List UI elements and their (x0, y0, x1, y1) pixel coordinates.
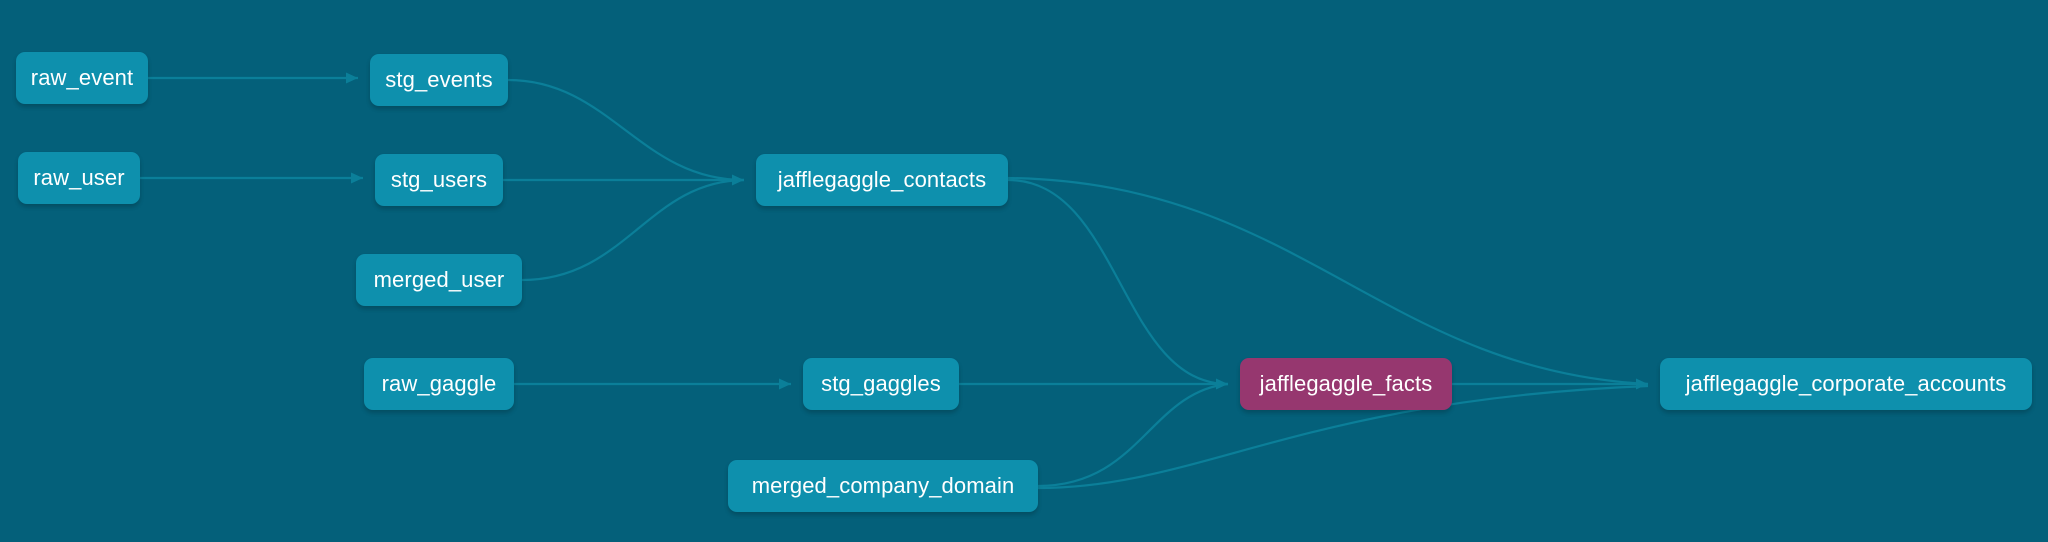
graph-node-stg_gaggles[interactable]: stg_gaggles (803, 358, 959, 410)
graph-node-label: stg_events (385, 67, 493, 92)
edge-arrowhead (1636, 378, 1648, 390)
graph-node-merged_user[interactable]: merged_user (356, 254, 522, 306)
edge-jafflegaggle_contacts-to-jafflegaggle_facts (1007, 178, 1229, 386)
graph-node-label: raw_gaggle (381, 371, 497, 396)
graph-node-stg_users[interactable]: stg_users (375, 154, 503, 206)
graph-node-jafflegaggle_facts[interactable]: jafflegaggle_facts (1240, 358, 1452, 410)
graph-node-label: jafflegaggle_contacts (777, 167, 987, 192)
graph-node-jafflegaggle_corporate_accounts[interactable]: jafflegaggle_corporate_accounts (1660, 358, 2032, 410)
graph-node-label: raw_user (33, 165, 125, 190)
edge-arrowhead (732, 174, 744, 186)
graph-node-label: jafflegaggle_corporate_accounts (1685, 371, 2007, 396)
edge-arrowhead (779, 378, 791, 390)
edge-stg_users-to-jafflegaggle_contacts (503, 174, 744, 186)
graph-node-stg_events[interactable]: stg_events (370, 54, 508, 106)
graph-node-raw_event[interactable]: raw_event (16, 52, 148, 104)
graph-node-label: merged_company_domain (751, 473, 1015, 498)
edge-merged_company_domain-to-jafflegaggle_facts (1037, 382, 1229, 488)
edge-raw_user-to-stg_users (140, 172, 363, 184)
edge-arrowhead (351, 172, 363, 184)
graph-node-label: raw_event (30, 65, 134, 90)
edge-arrowhead (346, 72, 358, 84)
edge-arrowhead (1216, 378, 1228, 390)
edge-stg_events-to-jafflegaggle_contacts (507, 78, 745, 182)
graph-node-label: stg_gaggles (821, 371, 941, 396)
graph-node-jafflegaggle_contacts[interactable]: jafflegaggle_contacts (756, 154, 1008, 206)
edge-merged_user-to-jafflegaggle_contacts (521, 178, 745, 282)
edge-raw_event-to-stg_events (148, 72, 358, 84)
graph-node-raw_user[interactable]: raw_user (18, 152, 140, 204)
graph-node-merged_company_domain[interactable]: merged_company_domain (728, 460, 1038, 512)
edge-stg_gaggles-to-jafflegaggle_facts (959, 378, 1228, 390)
graph-node-raw_gaggle[interactable]: raw_gaggle (364, 358, 514, 410)
graph-node-label: jafflegaggle_facts (1259, 371, 1433, 396)
edge-jafflegaggle_contacts-to-jafflegaggle_corporate_accounts (1007, 176, 1649, 386)
graph-node-label: stg_users (390, 167, 488, 192)
edge-jafflegaggle_facts-to-jafflegaggle_corporate_accounts (1452, 378, 1648, 390)
edge-raw_gaggle-to-stg_gaggles (514, 378, 791, 390)
graph-node-label: merged_user (373, 267, 505, 292)
